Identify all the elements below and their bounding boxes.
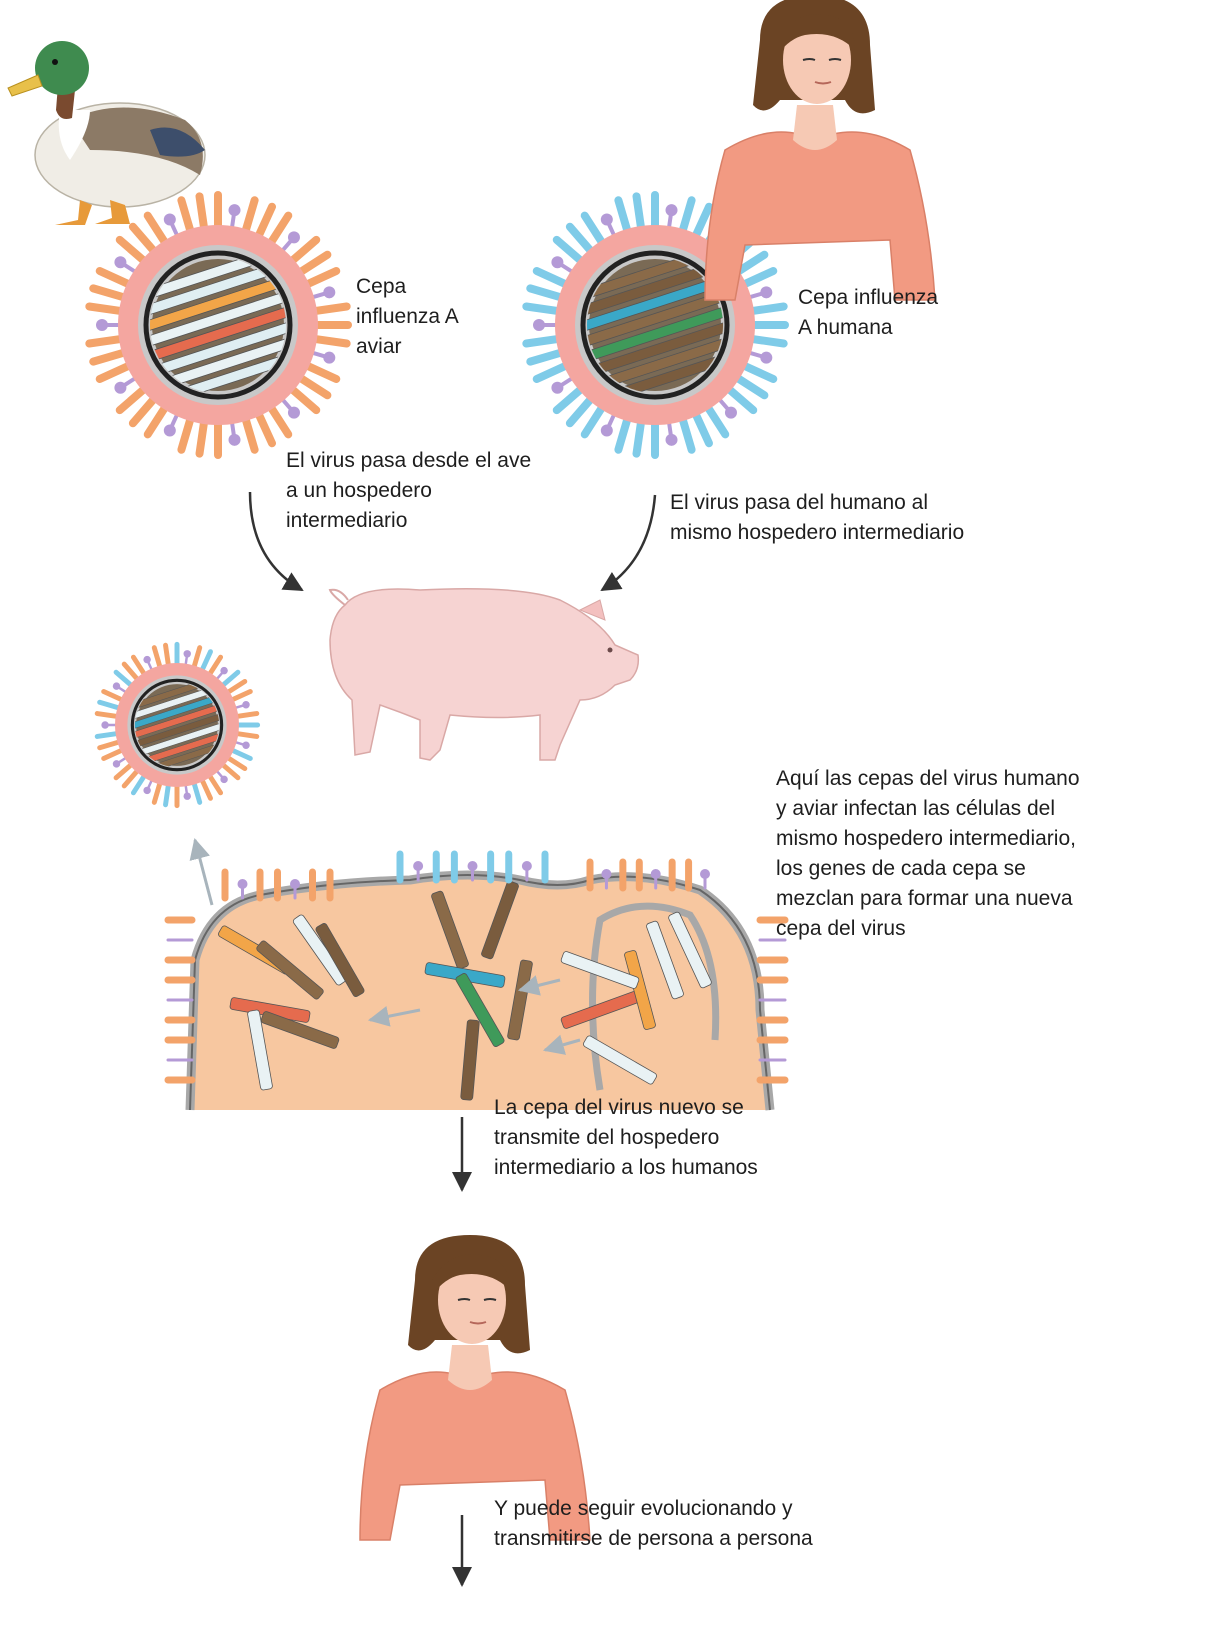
label-bird-to-host: El virus pasa desde el ave a un hospeder… <box>286 446 531 536</box>
label-human-to-host: El virus pasa del humano al mismo hosped… <box>670 488 964 548</box>
woman-icon <box>705 0 935 300</box>
label-evolve: Y puede seguir evolucionando y transmiti… <box>494 1494 813 1554</box>
label-mixing: Aquí las cepas del virus humano y aviar … <box>776 764 1080 944</box>
duck-icon <box>8 41 205 225</box>
pig-icon <box>330 589 638 760</box>
virus-icon <box>89 195 348 455</box>
host-cell <box>168 854 785 1110</box>
label-avian-strain: Cepa influenza A aviar <box>356 272 459 362</box>
label-transmit: La cepa del virus nuevo se transmite del… <box>494 1093 758 1183</box>
arrow-new-virus-out <box>195 840 212 905</box>
label-human-strain: Cepa influenza A humana <box>798 283 938 343</box>
arrow-human-to-host <box>602 495 655 590</box>
virus-icon <box>97 644 257 805</box>
